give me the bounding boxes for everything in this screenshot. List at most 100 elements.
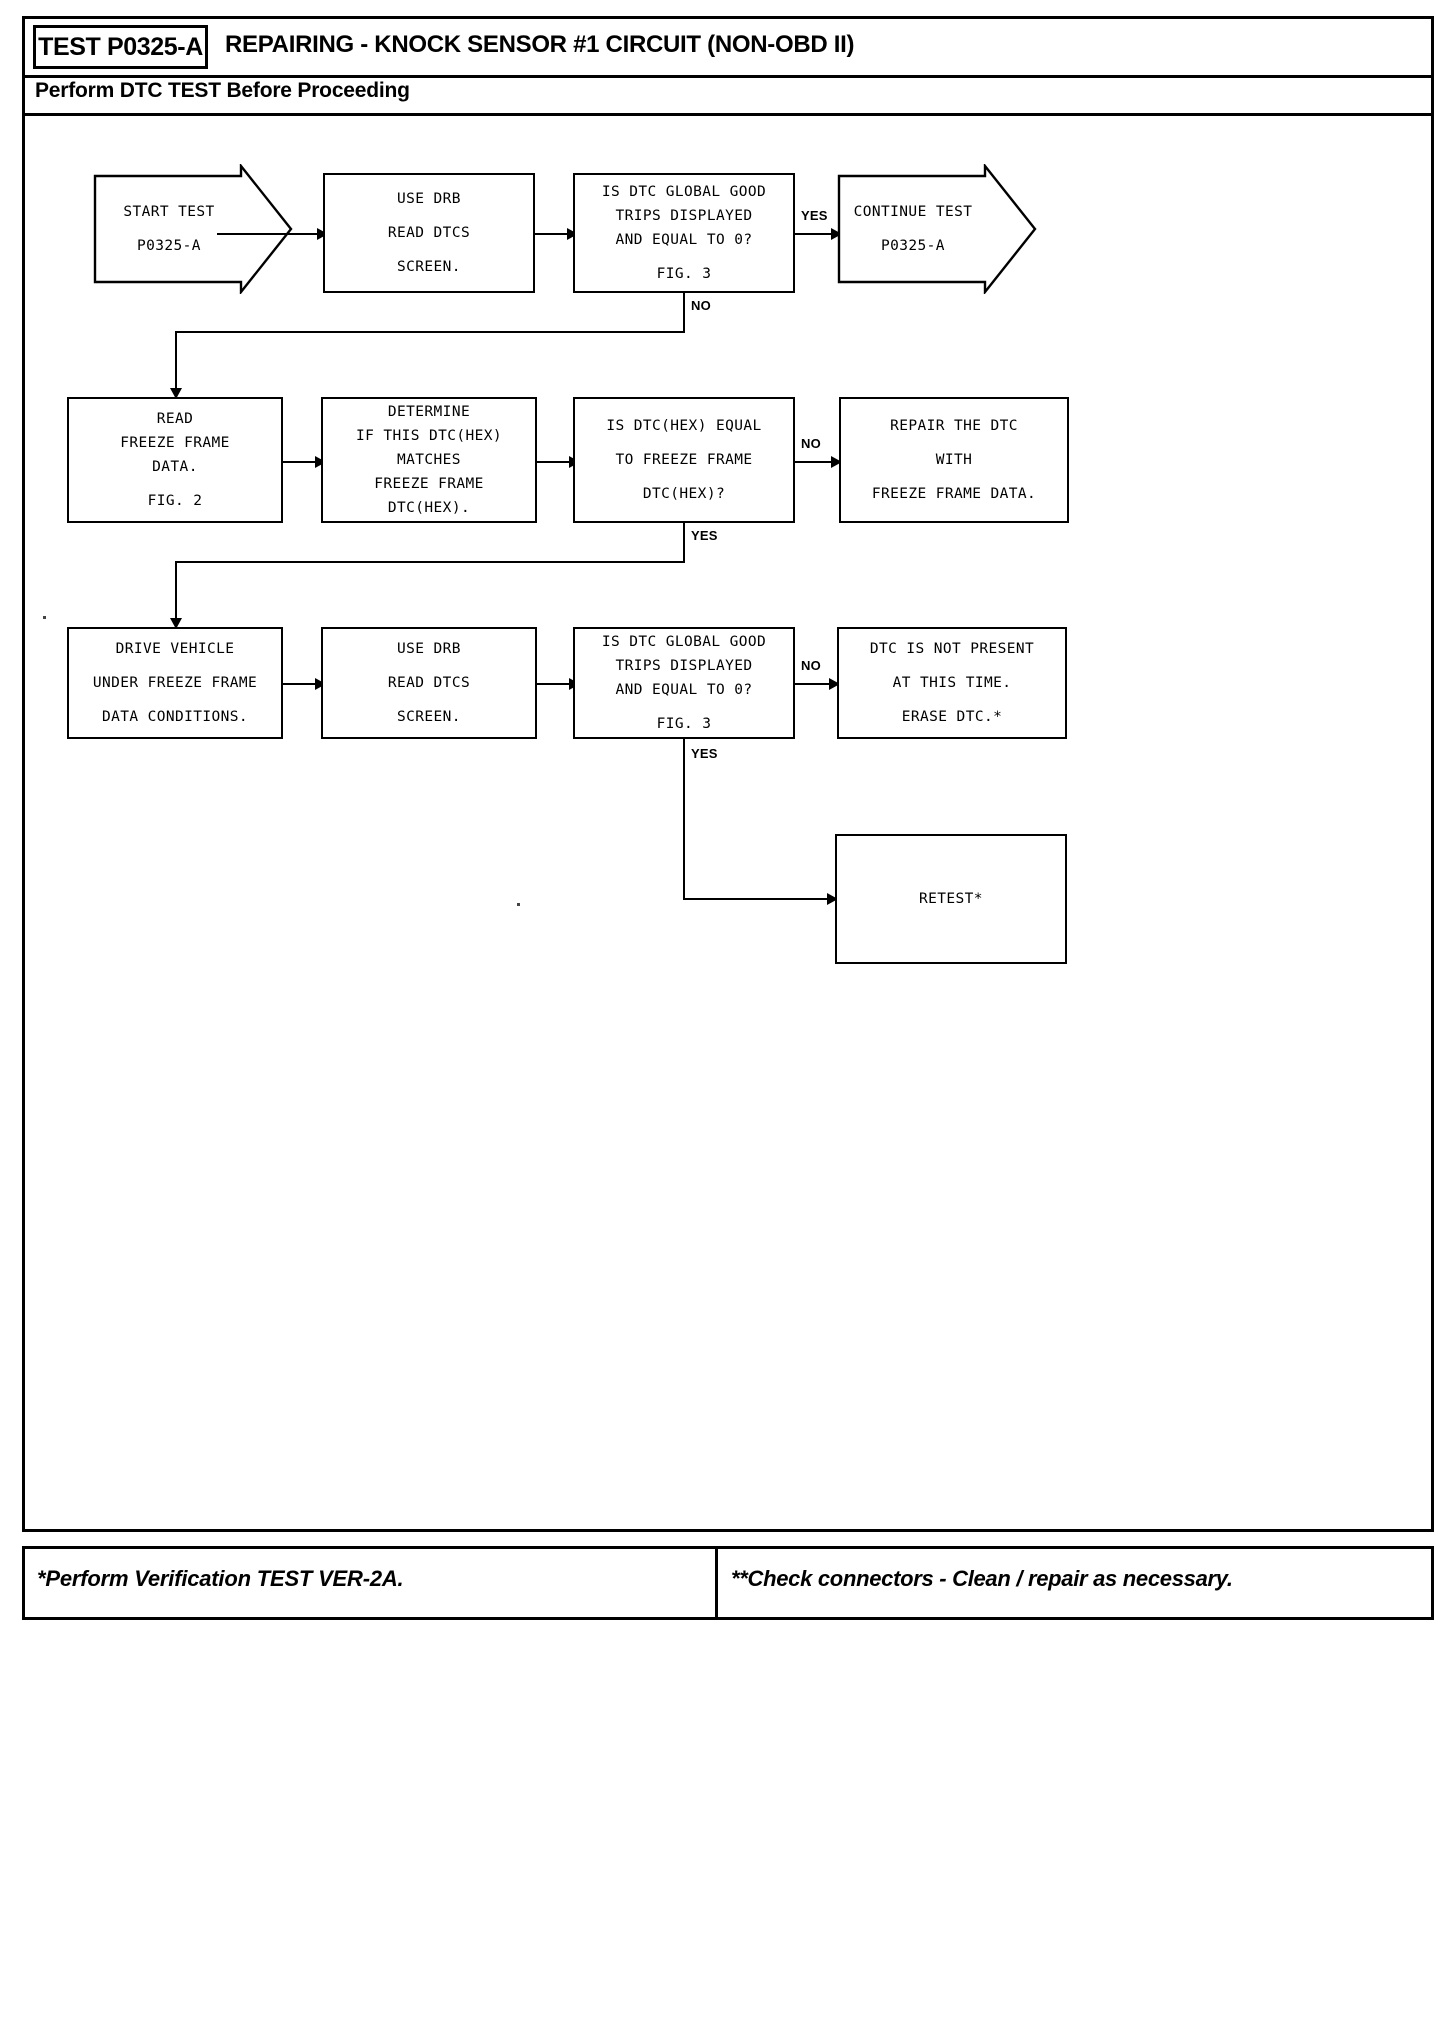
edge-decision2-no-arrowhead [831, 456, 842, 468]
diagram-frame: TEST P0325-A REPAIRING - KNOCK SENSOR #1… [22, 16, 1434, 1532]
node-continue-test-line1: CONTINUE TEST [853, 204, 973, 220]
node-use-drb-2: USE DRB READ DTCS SCREEN. [321, 627, 537, 739]
edge-usedrb2-to-decision3 [537, 683, 573, 685]
node-read-freeze-frame: READ FREEZE FRAME DATA. FIG. 2 [67, 397, 283, 523]
node-repair-line3: FREEZE FRAME DATA. [871, 486, 1037, 502]
edge-drive-to-usedrb2 [283, 683, 319, 685]
node-repair-dtc: REPAIR THE DTC WITH FREEZE FRAME DATA. [839, 397, 1069, 523]
node-decision-3-line4: FIG. 3 [656, 716, 712, 732]
node-decision-global-good-trips-2: IS DTC GLOBAL GOOD TRIPS DISPLAYED AND E… [573, 627, 795, 739]
node-decision-2-line3: DTC(HEX)? [642, 486, 726, 502]
edge-decision2-no [795, 461, 835, 463]
node-decision-global-good-trips-1: IS DTC GLOBAL GOOD TRIPS DISPLAYED AND E… [573, 173, 795, 293]
edge-start-to-usedrb-arrowhead [317, 228, 328, 240]
edge-readfreeze-to-determine-arrowhead [315, 456, 326, 468]
node-not-present-line2: AT THIS TIME. [892, 675, 1012, 691]
node-drive-line2: UNDER FREEZE FRAME [92, 675, 258, 691]
scan-artifact [517, 903, 520, 906]
node-start-test-line1: START TEST [123, 204, 215, 220]
node-start-test: START TEST P0325-A [93, 164, 293, 294]
node-use-drb-2-line1: USE DRB [397, 641, 461, 657]
scan-artifact [43, 616, 46, 619]
page-title: REPAIRING - KNOCK SENSOR #1 CIRCUIT (NON… [225, 31, 855, 58]
edge-label-no-3: NO [801, 658, 821, 673]
footer-divider [715, 1549, 718, 1617]
test-code-label: TEST P0325-A [38, 32, 203, 61]
node-not-present-line1: DTC IS NOT PRESENT [869, 641, 1035, 657]
node-use-drb-1: USE DRB READ DTCS SCREEN. [323, 173, 535, 293]
edge-decision3-yes-vertical [683, 739, 685, 900]
edge-usedrb-to-decision1-arrowhead [567, 228, 578, 240]
node-determine-dtc-match: DETERMINE IF THIS DTC(HEX) MATCHES FREEZ… [321, 397, 537, 523]
edge-decision1-yes [795, 233, 835, 235]
node-decision-1-line4: FIG. 3 [656, 266, 712, 282]
node-determine-line1: DETERMINE [387, 404, 471, 420]
node-determine-line5: DTC(HEX). [387, 500, 471, 516]
edge-decision3-no-arrowhead [829, 678, 840, 690]
footer-right-note: **Check connectors - Clean / repair as n… [731, 1566, 1233, 1591]
edge-drive-to-usedrb2-arrowhead [315, 678, 326, 690]
edge-decision1-no-arrowhead [170, 388, 182, 399]
node-decision-1-line3: AND EQUAL TO 0? [615, 232, 753, 248]
node-determine-line2: IF THIS DTC(HEX) [355, 428, 503, 444]
node-determine-line4: FREEZE FRAME [374, 476, 484, 492]
header-divider-2 [25, 113, 1431, 116]
edge-label-no-2: NO [801, 436, 821, 451]
node-decision-2-line2: TO FREEZE FRAME [615, 452, 753, 468]
node-decision-1-line1: IS DTC GLOBAL GOOD [601, 184, 767, 200]
node-use-drb-2-line3: SCREEN. [397, 709, 461, 725]
node-decision-3-line2: TRIPS DISPLAYED [615, 658, 753, 674]
footer-left-note: *Perform Verification TEST VER-2A. [37, 1566, 404, 1591]
edge-label-yes-2: YES [691, 528, 718, 543]
node-use-drb-1-line2: READ DTCS [387, 225, 471, 241]
edge-readfreeze-to-determine [283, 461, 319, 463]
node-decision-3-line1: IS DTC GLOBAL GOOD [601, 634, 767, 650]
node-not-present-line3: ERASE DTC.* [901, 709, 1003, 725]
edge-label-yes-1: YES [801, 208, 828, 223]
node-use-drb-1-line1: USE DRB [397, 191, 461, 207]
node-repair-line2: WITH [935, 452, 973, 468]
edge-label-no-1: NO [691, 298, 711, 313]
node-continue-test-line2: P0325-A [881, 238, 945, 254]
edge-decision1-no-horizontal [175, 331, 685, 333]
edge-start-to-usedrb [217, 233, 321, 235]
edge-decision2-yes-arrowhead [170, 618, 182, 629]
node-read-freeze-line2: FREEZE FRAME [120, 435, 230, 451]
edge-determine-to-decision2 [537, 461, 573, 463]
node-decision-3-line3: AND EQUAL TO 0? [615, 682, 753, 698]
edge-decision2-yes-vertical [683, 523, 685, 563]
node-drive-line3: DATA CONDITIONS. [101, 709, 249, 725]
node-decision-dtc-equals-freeze: IS DTC(HEX) EQUAL TO FREEZE FRAME DTC(HE… [573, 397, 795, 523]
node-retest-line1: RETEST* [919, 891, 983, 907]
edge-decision3-yes-arrowhead [827, 893, 838, 905]
node-decision-2-line1: IS DTC(HEX) EQUAL [606, 418, 762, 434]
edge-usedrb-to-decision1 [535, 233, 571, 235]
edge-decision3-no [795, 683, 833, 685]
node-start-test-line2: P0325-A [137, 238, 201, 254]
edge-label-yes-3: YES [691, 746, 718, 761]
node-use-drb-1-line3: SCREEN. [397, 259, 461, 275]
header-divider [25, 75, 1431, 78]
test-code-box: TEST P0325-A [33, 25, 208, 69]
node-read-freeze-line1: READ [156, 411, 194, 427]
edge-decision2-yes-horizontal [175, 561, 685, 563]
node-drive-vehicle: DRIVE VEHICLE UNDER FREEZE FRAME DATA CO… [67, 627, 283, 739]
node-dtc-not-present: DTC IS NOT PRESENT AT THIS TIME. ERASE D… [837, 627, 1067, 739]
node-drive-line1: DRIVE VEHICLE [115, 641, 235, 657]
edge-decision3-yes-horizontal [683, 898, 831, 900]
node-use-drb-2-line2: READ DTCS [387, 675, 471, 691]
flow-canvas: START TEST P0325-A USE DRB READ DTCS SCR… [25, 116, 1431, 1532]
header-row: TEST P0325-A REPAIRING - KNOCK SENSOR #1… [25, 19, 1431, 75]
node-continue-test: CONTINUE TEST P0325-A [837, 164, 1037, 294]
footer-frame: *Perform Verification TEST VER-2A. **Che… [22, 1546, 1434, 1620]
node-retest: RETEST* [835, 834, 1067, 964]
edge-decision1-no-down [175, 331, 177, 393]
node-read-freeze-line3: DATA. [152, 459, 198, 475]
edge-decision1-no-vertical [683, 293, 685, 333]
node-decision-1-line2: TRIPS DISPLAYED [615, 208, 753, 224]
edge-decision2-yes-down [175, 561, 177, 623]
header-subtitle: Perform DTC TEST Before Proceeding [35, 79, 410, 102]
node-determine-line3: MATCHES [397, 452, 461, 468]
node-repair-line1: REPAIR THE DTC [890, 418, 1018, 434]
